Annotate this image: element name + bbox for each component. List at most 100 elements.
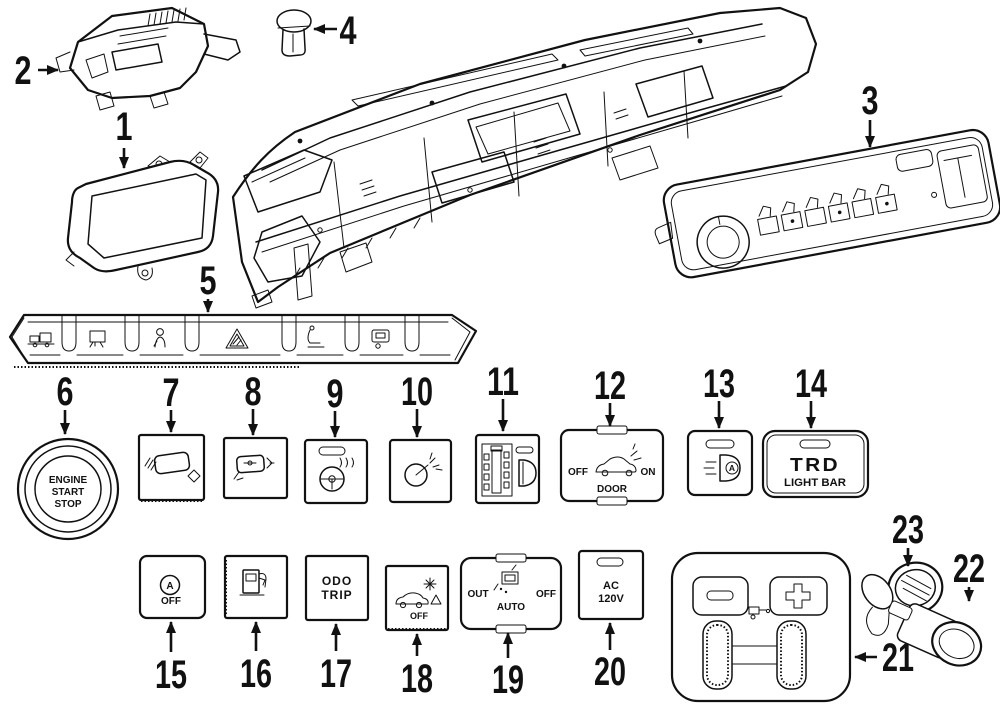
callout-23: 23 — [892, 508, 924, 567]
display-icon — [89, 330, 106, 348]
callout-number: 10 — [401, 370, 433, 414]
trailer-icon — [748, 606, 771, 620]
fuel-pump-icon — [239, 569, 267, 596]
mirror-icon — [153, 451, 191, 475]
ss-letter: A — [166, 581, 173, 592]
callout-number: 23 — [892, 508, 924, 552]
callout-15: 15 — [155, 621, 187, 697]
steering-heater-switch — [303, 438, 369, 505]
plus-icon — [785, 583, 811, 609]
callout-3: 3 — [862, 79, 879, 148]
window-out-label: OUT — [467, 589, 488, 600]
callout-number: 5 — [200, 259, 217, 303]
rear-window-switch: OUT OFF AUTO — [459, 553, 563, 634]
callout-number: 6 — [57, 370, 74, 414]
callout-number: 19 — [492, 658, 524, 702]
callout-11: 11 — [487, 360, 519, 432]
callout-number: 11 — [487, 360, 519, 404]
dome-off-label: OFF — [568, 467, 588, 478]
callout-number: 21 — [882, 636, 914, 680]
callout-20: 20 — [594, 622, 626, 694]
callout-number: 18 — [401, 657, 433, 701]
junction-block — [55, 6, 241, 111]
callout-2: 2 — [15, 49, 59, 93]
switch-strip — [8, 313, 478, 368]
trd-logo: TRD — [790, 455, 840, 475]
dome-door-label: DOOR — [597, 484, 628, 495]
auto-high-beam-icon: A — [703, 454, 741, 482]
callout-5: 5 — [200, 259, 217, 313]
hazard-icon — [225, 328, 249, 349]
callout-number: 14 — [795, 362, 828, 406]
gauge-brightness-icon — [404, 452, 443, 487]
callout-number: 8 — [245, 370, 262, 414]
odo-label: ODO — [322, 574, 352, 588]
indicator-slot — [799, 439, 831, 449]
callout-9: 9 — [327, 372, 344, 438]
passenger-icon — [153, 328, 166, 348]
instrument-panel-reinforcement — [231, 6, 818, 309]
trd-light-bar-switch: TRD LIGHT BAR — [761, 429, 870, 499]
callout-8: 8 — [245, 370, 262, 436]
pcs-off-switch: OFF — [384, 564, 450, 632]
callout-number: 17 — [320, 652, 352, 696]
a-circle-icon — [159, 574, 181, 596]
ac-outlet-switch: AC 120V — [577, 549, 645, 621]
callout-7: 7 — [163, 371, 180, 433]
dome-light-door-switch: OFF ON DOOR — [559, 425, 665, 506]
engine-start-stop-button: ENGINE START STOP — [16, 437, 120, 541]
indicator-slot — [705, 439, 735, 449]
control-panel-bezel — [654, 128, 1000, 279]
minus-icon — [706, 590, 734, 601]
callout-1: 1 — [116, 105, 133, 169]
ahb-letter: A — [729, 463, 735, 473]
callout-22: 22 — [953, 547, 985, 602]
slider-slot-right — [776, 620, 807, 690]
panel-light-switch — [388, 438, 453, 504]
pcs-off-label: OFF — [410, 611, 428, 621]
auto-high-beam-switch: A — [686, 429, 754, 497]
callout-number: 4 — [340, 9, 358, 53]
odo-trip-switch: ODO TRIP — [304, 554, 370, 622]
callout-number: 2 — [15, 49, 32, 93]
engine-text-3: STOP — [54, 499, 81, 510]
window-auto-label: AUTO — [497, 602, 525, 613]
callout-number: 15 — [155, 653, 187, 697]
engine-text-2: START — [52, 487, 85, 498]
car-dome-light-icon — [595, 443, 642, 477]
callouts: 1 2 3 4 5 6 7 8 — [15, 9, 986, 702]
headlight-icon — [518, 459, 537, 487]
trailer-brake-controller — [670, 551, 852, 703]
callout-13: 13 — [703, 362, 735, 429]
callout-6: 6 — [57, 370, 74, 435]
callout-number: 22 — [953, 547, 985, 591]
rear-window-icon — [493, 564, 519, 594]
callout-14: 14 — [795, 362, 828, 429]
trd-label: LIGHT BAR — [784, 477, 846, 489]
callout-17: 17 — [320, 623, 352, 696]
ss-off-label: OFF — [161, 596, 181, 607]
callout-18: 18 — [401, 633, 433, 701]
callout-19: 19 — [492, 632, 524, 702]
leveling-icon — [481, 443, 513, 497]
ac-voltage-label: 120V — [598, 593, 624, 605]
engine-text-1: ENGINE — [49, 475, 88, 486]
callout-4: 4 — [313, 9, 358, 53]
steering-heater-icon — [319, 457, 354, 492]
callout-number: 16 — [240, 652, 272, 696]
ac-label: AC — [603, 580, 619, 592]
callout-number: 1 — [116, 105, 133, 149]
callout-number: 3 — [862, 79, 879, 123]
mirror-extend-icon — [235, 454, 266, 474]
trip-label: TRIP — [321, 588, 352, 602]
pcs-collision-icon — [395, 577, 442, 609]
indicator-slot — [318, 446, 346, 456]
indicator-slot — [596, 557, 624, 567]
power-outlet-plug — [888, 600, 983, 667]
instrument-cluster — [65, 151, 220, 281]
mirror-fold-switch — [137, 433, 206, 502]
truck-cab-icon — [371, 329, 390, 349]
headlight-leveling-switch — [474, 433, 541, 505]
